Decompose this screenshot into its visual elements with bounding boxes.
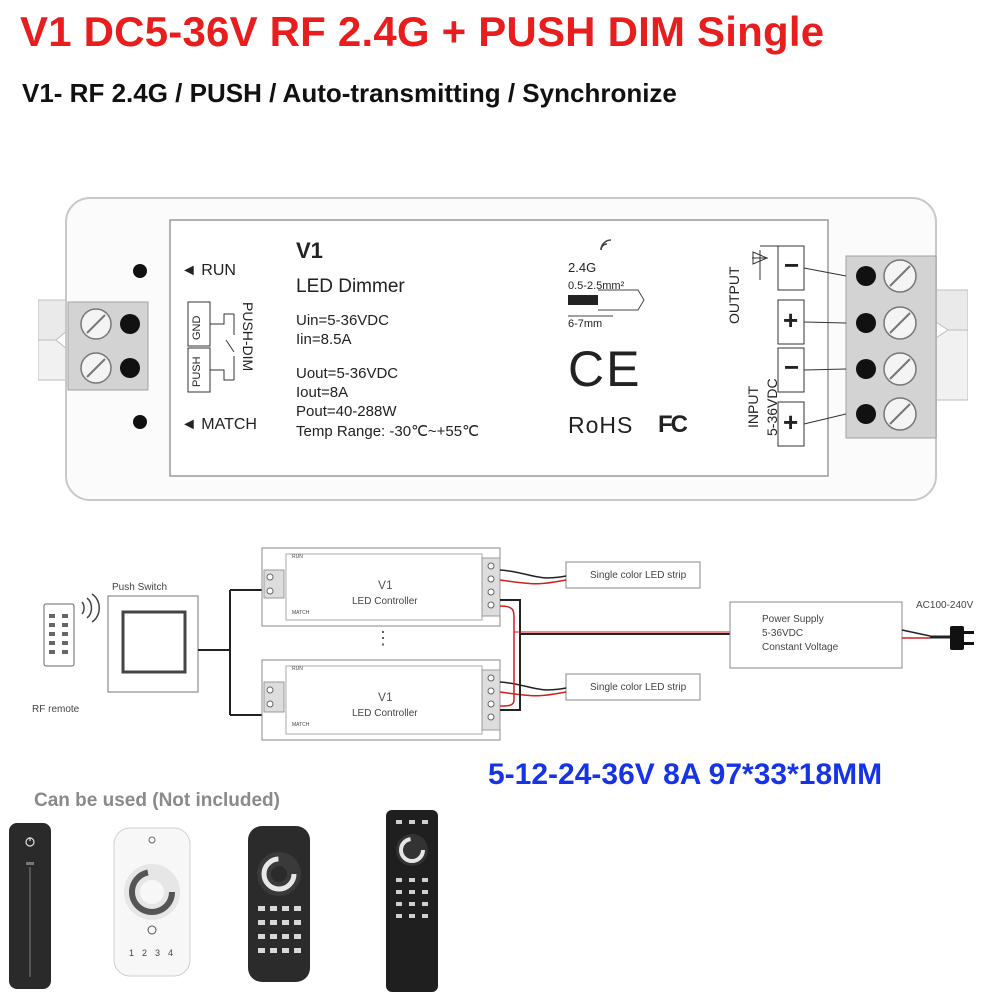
output-label: OUTPUT	[726, 266, 742, 324]
rf-band-label: 2.4G	[568, 260, 597, 275]
push-label: PUSH	[191, 356, 203, 387]
uin-spec: Uin=5-36VDC	[296, 312, 389, 329]
push-switch-label: Push Switch	[112, 582, 168, 593]
psu-line-2: 5-36VDC	[762, 628, 804, 639]
controller-1-model: V1	[378, 578, 393, 592]
iout-spec: Iout=8A	[296, 384, 349, 401]
match-button-label: ◄ MATCH	[181, 416, 257, 433]
tall-dark-remote-image	[384, 808, 440, 994]
output-plus: +	[783, 305, 799, 335]
input-voltage-label: 5-36VDC	[764, 378, 780, 436]
rf-remote-label: RF remote	[32, 704, 80, 715]
remote-key-3: 3	[155, 948, 161, 958]
device-body-drawing	[38, 197, 968, 501]
white-touch-remote-image: 1 2 3 4	[112, 826, 192, 978]
push-dim-label: PUSH-DIM	[240, 302, 256, 372]
controller-2-model: V1	[378, 690, 393, 704]
input-label: INPUT	[745, 386, 761, 428]
input-plus: +	[783, 407, 799, 437]
temp-range-spec: Temp Range: -30℃~+55℃	[296, 423, 479, 440]
controllers-ellipsis: ⋮	[374, 628, 392, 648]
uout-spec: Uout=5-36VDC	[296, 365, 399, 382]
gnd-label: GND	[191, 315, 203, 340]
page-title: V1 DC5-36V RF 2.4G + PUSH DIM Single	[20, 8, 825, 55]
dark-touch-remote-image	[246, 824, 312, 984]
fcc-mark: FC	[658, 411, 688, 438]
led-strip-2-label: Single color LED strip	[590, 682, 687, 693]
remote-key-4: 4	[168, 948, 174, 958]
psu-line-1: Power Supply	[762, 614, 824, 625]
ce-mark: CE	[568, 341, 642, 397]
controller-2-match: MATCH	[292, 722, 310, 728]
wiring-diagram-drawing	[43, 547, 974, 741]
rohs-mark: RoHS	[568, 412, 634, 438]
model-name: V1	[296, 238, 323, 263]
controller-1-match: MATCH	[292, 610, 310, 616]
accessories-caption: Can be used (Not included)	[34, 790, 280, 811]
strip-length-label: 6-7mm	[568, 318, 603, 330]
pout-spec: Pout=40-288W	[296, 403, 397, 420]
led-dimmer-device: ◄ RUN ◄ MATCH GND PUSH PUSH-DIM V1 LED D…	[38, 190, 968, 508]
controller-1-name: LED Controller	[352, 596, 418, 607]
spec-line: 5-12-24-36V 8A 97*33*18MM	[488, 758, 883, 791]
input-minus: −	[784, 352, 800, 382]
controller-2-name: LED Controller	[352, 708, 418, 719]
psu-line-3: Constant Voltage	[762, 642, 839, 653]
output-minus: −	[784, 250, 800, 280]
wire-gauge-label: 0.5-2.5mm²	[568, 280, 625, 292]
iin-spec: Iin=8.5A	[296, 331, 352, 348]
page-subtitle: V1- RF 2.4G / PUSH / Auto-transmitting /…	[22, 78, 677, 108]
led-strip-1-label: Single color LED strip	[590, 570, 687, 581]
remote-key-2: 2	[142, 948, 148, 958]
run-indicator-label: ◄ RUN	[181, 262, 236, 279]
controller-1-run: RUN	[292, 554, 303, 560]
ac-voltage-label: AC100-240V	[916, 600, 974, 611]
controller-2-run: RUN	[292, 666, 303, 672]
slim-remote-image	[8, 822, 52, 990]
remote-key-1: 1	[129, 948, 135, 958]
wiring-diagram: Push Switch RF remote V1 LED Controller …	[30, 540, 1000, 750]
product-name: LED Dimmer	[296, 276, 405, 297]
